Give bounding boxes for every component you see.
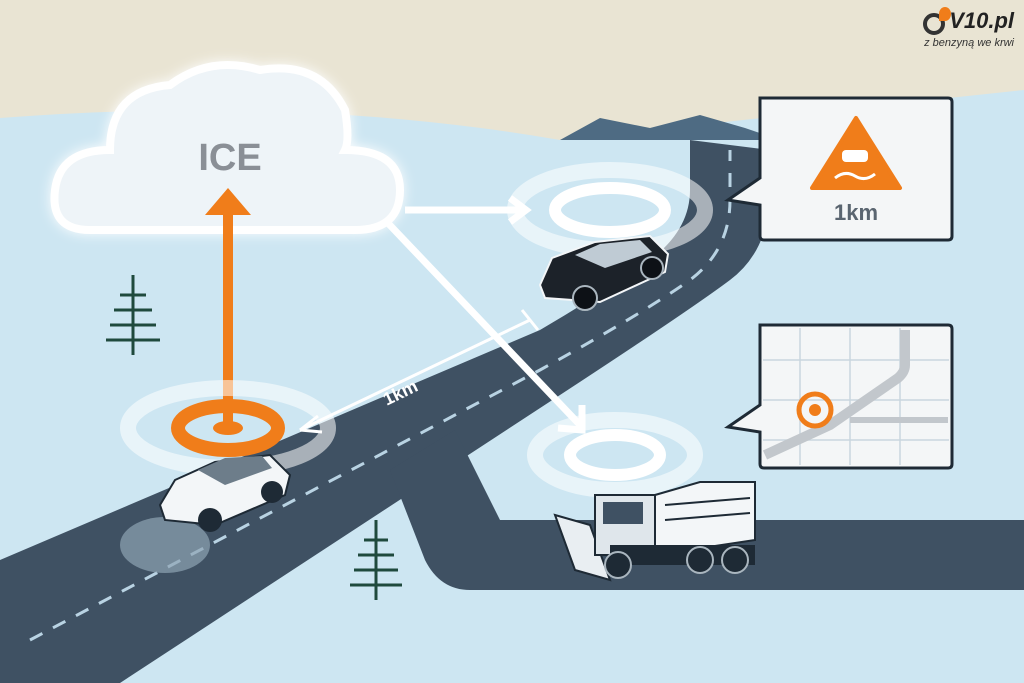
road-center-line [29,150,732,642]
mountain [560,115,780,140]
cloud-label: ICE [198,137,261,179]
pine-tree-icon [350,520,402,600]
map-location-pin-icon [796,391,834,429]
warning-popup: 1km [724,96,954,242]
warning-distance: 1km [834,200,878,225]
site-logo[interactable]: V10.pl z benzyną we krwi [894,6,1014,49]
road-glare [120,517,210,573]
ice-cloud [50,61,405,234]
side-road [390,430,1024,590]
map-popup [724,323,954,470]
logo-text: V10.pl [949,8,1014,33]
map-grid [763,328,949,465]
map-route [762,330,910,460]
black-car [538,234,670,311]
logo-tagline: z benzyną we krwi [924,36,1014,49]
pine-tree-icon [106,275,160,355]
white-car [158,453,292,532]
snowplow-truck [553,481,756,582]
flaming-tire-icon [922,6,951,35]
snowplow-signal-rings [527,412,703,498]
